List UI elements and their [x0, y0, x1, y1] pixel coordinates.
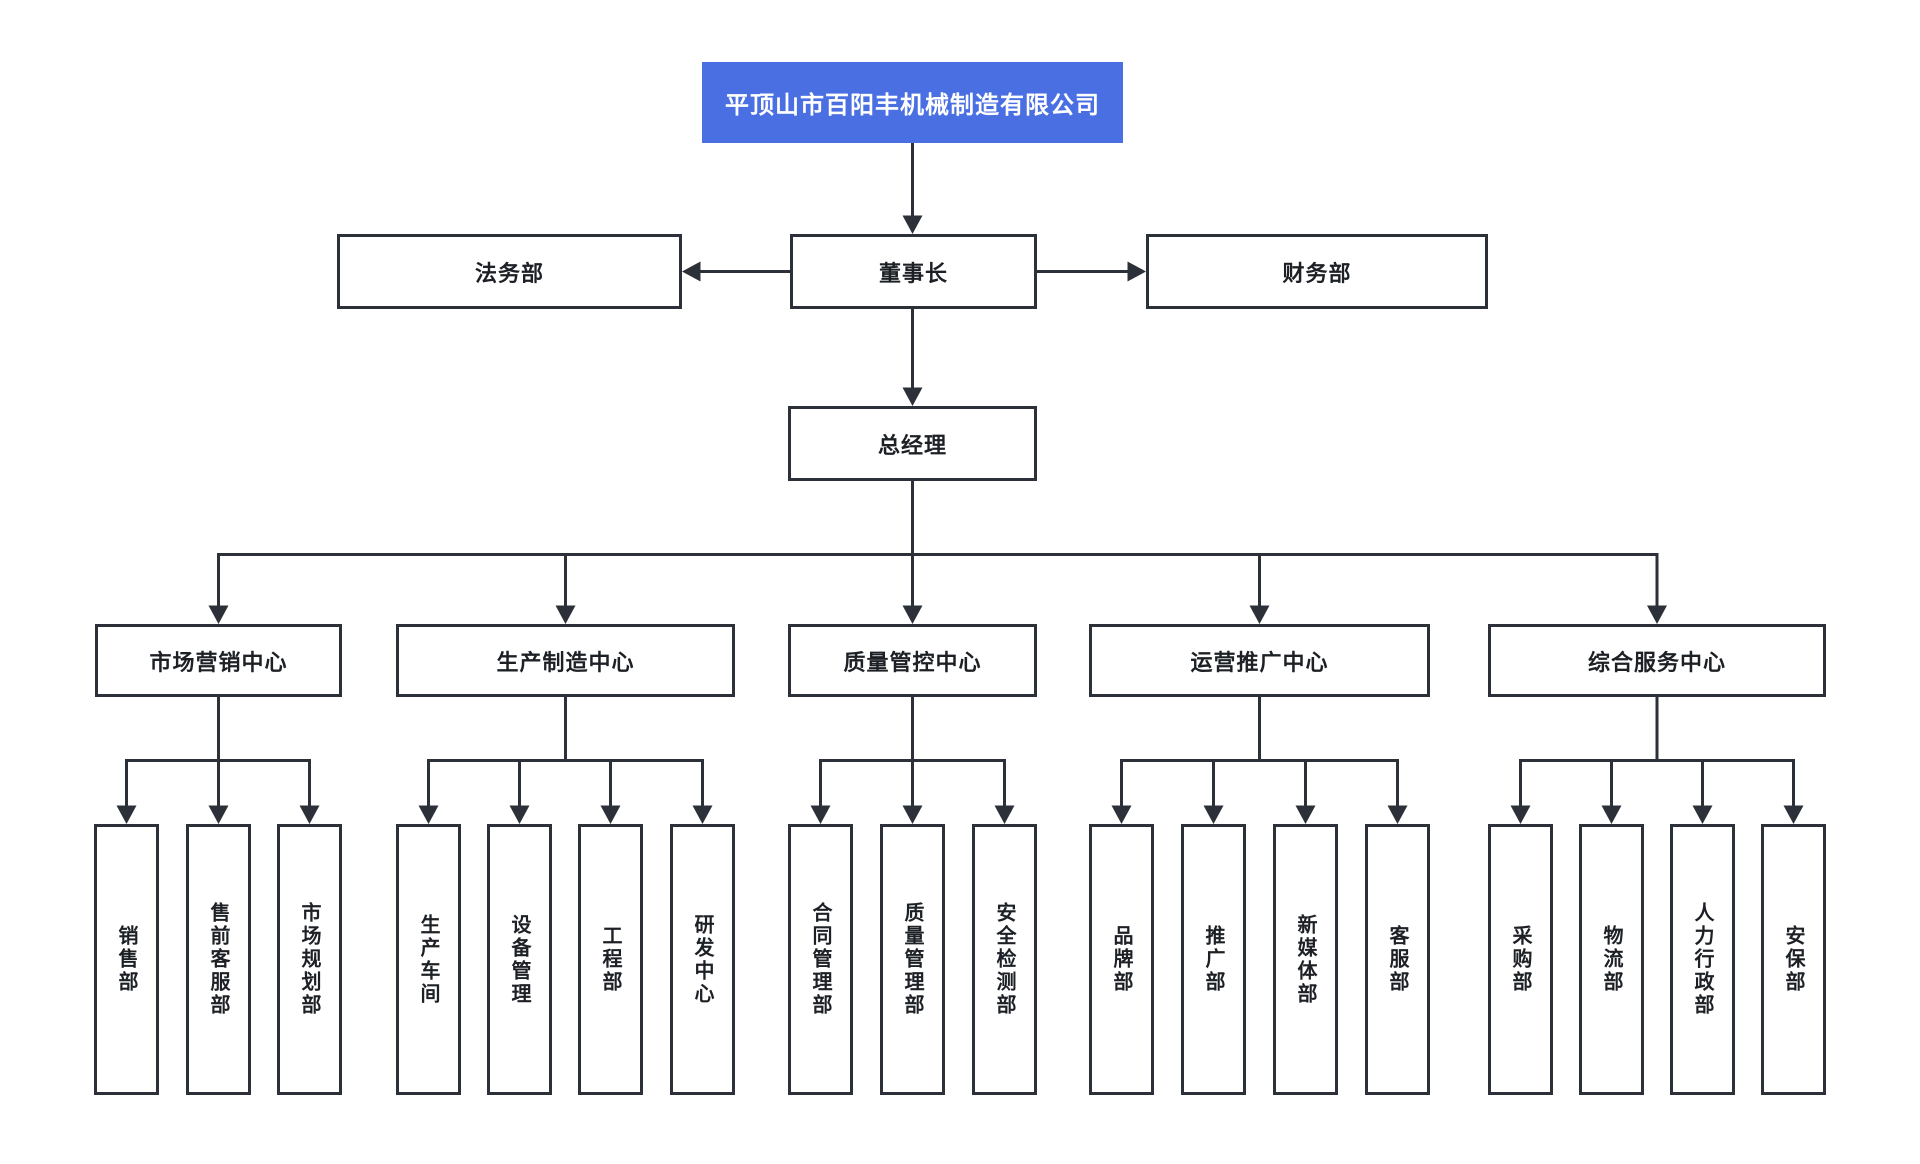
node-dept-contract-management: 合同管理部 — [788, 824, 853, 1095]
node-finance-dept: 财务部 — [1146, 234, 1488, 309]
connector-root-to-chairman — [902, 143, 923, 234]
connector-chairman-to-gm — [902, 309, 923, 406]
node-dept-customer-service: 客服部 — [1365, 824, 1430, 1095]
connector-center3-to-depts — [810, 697, 1015, 824]
node-general-manager: 总经理 — [788, 406, 1037, 481]
node-dept-equipment-management: 设备管理 — [487, 824, 552, 1095]
node-company-root: 平顶山市百阳丰机械制造有限公司 — [702, 62, 1123, 143]
connector-gm-to-centers — [208, 481, 1667, 624]
node-dept-engineering: 工程部 — [578, 824, 643, 1095]
connector-chairman-to-finance — [1037, 261, 1146, 282]
node-center-operations: 运营推广中心 — [1089, 624, 1430, 697]
node-dept-security: 安保部 — [1761, 824, 1826, 1095]
node-center-quality: 质量管控中心 — [788, 624, 1037, 697]
connector-center5-to-depts — [1510, 697, 1804, 824]
connector-chairman-to-legal — [682, 261, 790, 282]
connector-center1-to-depts — [116, 697, 320, 824]
node-center-general-services: 综合服务中心 — [1488, 624, 1826, 697]
node-dept-rd-center: 研发中心 — [670, 824, 735, 1095]
node-legal-dept: 法务部 — [337, 234, 682, 309]
node-dept-market-planning: 市场规划部 — [277, 824, 342, 1095]
node-dept-hr-admin: 人力行政部 — [1670, 824, 1735, 1095]
node-dept-brand: 品牌部 — [1089, 824, 1154, 1095]
node-dept-logistics: 物流部 — [1579, 824, 1644, 1095]
node-dept-new-media: 新媒体部 — [1273, 824, 1338, 1095]
node-chairman: 董事长 — [790, 234, 1037, 309]
connector-center2-to-depts — [418, 697, 713, 824]
node-dept-safety-inspection: 安全检测部 — [972, 824, 1037, 1095]
node-dept-production-workshop: 生产车间 — [396, 824, 461, 1095]
node-dept-procurement: 采购部 — [1488, 824, 1553, 1095]
node-center-marketing: 市场营销中心 — [95, 624, 342, 697]
node-dept-presales-service: 售前客服部 — [186, 824, 251, 1095]
node-center-production: 生产制造中心 — [396, 624, 735, 697]
connector-center4-to-depts — [1111, 697, 1408, 824]
node-dept-promotion: 推广部 — [1181, 824, 1246, 1095]
node-dept-quality-management: 质量管理部 — [880, 824, 945, 1095]
node-dept-sales: 销售部 — [94, 824, 159, 1095]
